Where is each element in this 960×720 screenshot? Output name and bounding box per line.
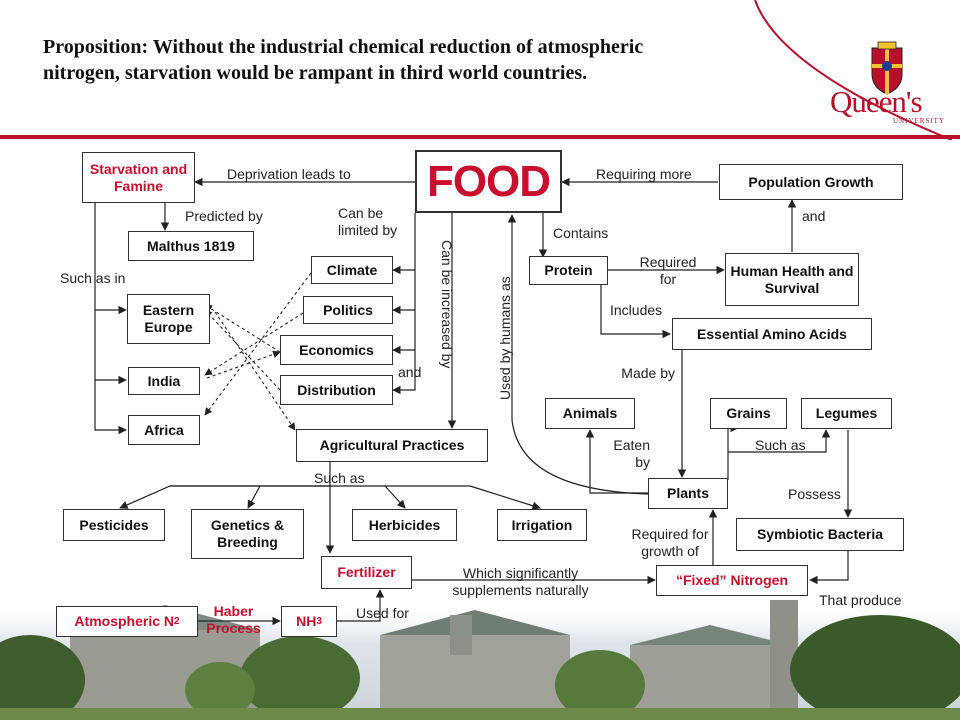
node-plants: Plants (648, 478, 728, 509)
header-rule (0, 135, 960, 139)
node-starvation: Starvation and Famine (82, 152, 195, 203)
campus-photo-backdrop (0, 600, 960, 720)
label-such-as-agri: Such as (314, 470, 365, 486)
label-used-by-humans: Used by humans as (497, 276, 513, 400)
node-herbicides: Herbicides (352, 509, 457, 541)
node-politics: Politics (303, 296, 393, 324)
node-pesticides: Pesticides (63, 509, 165, 541)
node-legumes: Legumes (801, 398, 892, 429)
node-india: India (128, 367, 200, 395)
label-can-be-increased: Can be increased by (439, 240, 455, 369)
node-malthus: Malthus 1819 (128, 231, 254, 261)
label-made-by: Made by (621, 365, 675, 381)
label-required-growth: Required for growth of (631, 526, 709, 559)
header-accent-curve (754, 0, 953, 140)
node-irrigation: Irrigation (497, 509, 587, 541)
node-climate: Climate (311, 256, 393, 284)
node-protein: Protein (529, 256, 608, 285)
label-haber-process: Haber Process (206, 603, 261, 636)
label-and-distribution: and (398, 364, 422, 380)
label-such-as-grains: Such as (755, 437, 806, 453)
label-and-population: and (802, 208, 826, 224)
node-food: FOOD (415, 150, 562, 213)
node-africa: Africa (128, 415, 200, 445)
label-that-produce: That produce (819, 592, 902, 608)
node-grains: Grains (710, 398, 787, 429)
node-fertilizer: Fertilizer (321, 556, 412, 589)
node-symbiotic-bacteria: Symbiotic Bacteria (736, 518, 904, 551)
label-deprivation: Deprivation leads to (227, 166, 351, 182)
node-essential-amino-acids: Essential Amino Acids (672, 318, 872, 350)
node-fixed-nitrogen: “Fixed” Nitrogen (656, 565, 808, 596)
node-nh3-label: NH (296, 613, 317, 629)
node-animals: Animals (545, 398, 635, 429)
label-required-for: Required for (639, 254, 697, 287)
label-such-as-in: Such as in (60, 270, 126, 286)
label-contains: Contains (553, 225, 609, 241)
node-population-growth: Population Growth (719, 164, 903, 200)
label-which-supplements: Which significantly supplements naturall… (452, 565, 589, 598)
node-eastern-europe: Eastern Europe (127, 294, 210, 344)
label-used-for: Used for (356, 605, 409, 621)
label-can-be-limited: Can be limited by (338, 205, 398, 238)
node-agricultural-practices: Agricultural Practices (296, 429, 488, 462)
node-atmospheric-n2-label: Atmospheric N (74, 613, 174, 629)
node-nh3-subscript: 3 (316, 616, 322, 627)
crest-icon (871, 41, 903, 95)
node-economics: Economics (280, 335, 393, 365)
label-includes: Includes (610, 302, 663, 318)
label-predicted-by: Predicted by (185, 208, 263, 224)
node-human-health: Human Health and Survival (725, 253, 859, 306)
university-logo-text: Queen's (830, 84, 923, 119)
label-possess: Possess (788, 486, 841, 502)
node-atmospheric-n2-subscript: 2 (174, 616, 180, 627)
node-genetics-breeding: Genetics & Breeding (191, 509, 304, 559)
university-logo-subtext: UNIVERSITY (893, 117, 945, 125)
node-distribution: Distribution (280, 375, 393, 405)
slide-title: Proposition: Without the industrial chem… (43, 36, 644, 84)
label-eaten-by: Eaten by (613, 437, 650, 470)
label-requiring-more: Requiring more (596, 166, 692, 182)
